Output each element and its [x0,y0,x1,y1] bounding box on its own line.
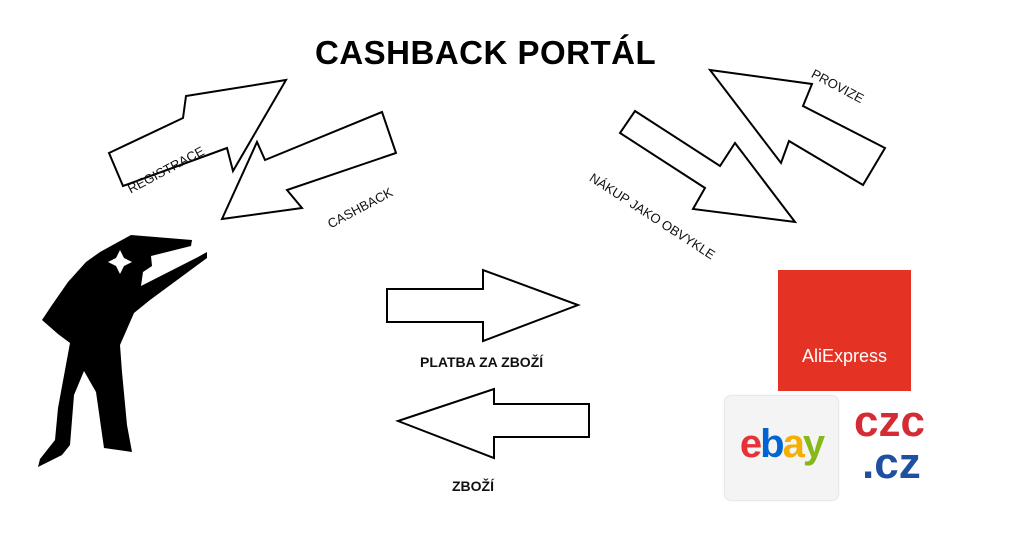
ebay-letter: y [802,422,825,466]
provize-arrow-icon [707,68,887,187]
nakup-arrow-icon [618,109,798,224]
ebay-letter: a [782,422,805,466]
ebay-logo-text: ebay [725,422,838,467]
zbozi-arrow-icon [395,387,590,460]
cashback-arrow-icon [220,110,398,221]
ebay-logo: ebay [725,396,838,500]
czc-logo-line1: czc [854,397,925,446]
aliexpress-logo: AliExpress [778,270,911,391]
aliexpress-logo-text: AliExpress [801,346,888,366]
platba-arrow-icon [386,268,581,343]
zbozi-label: ZBOŽÍ [452,478,494,494]
ebay-letter: e [739,422,762,466]
portal-title: CASHBACK PORTÁL [315,34,657,71]
czc-logo: czc .cz [850,400,950,490]
pointing-man-icon [38,235,207,467]
czc-logo-line2: .cz [862,439,921,488]
ebay-letter: b [760,422,784,466]
platba-label: PLATBA ZA ZBOŽÍ [420,354,544,370]
registrace-arrow-icon [107,78,288,188]
